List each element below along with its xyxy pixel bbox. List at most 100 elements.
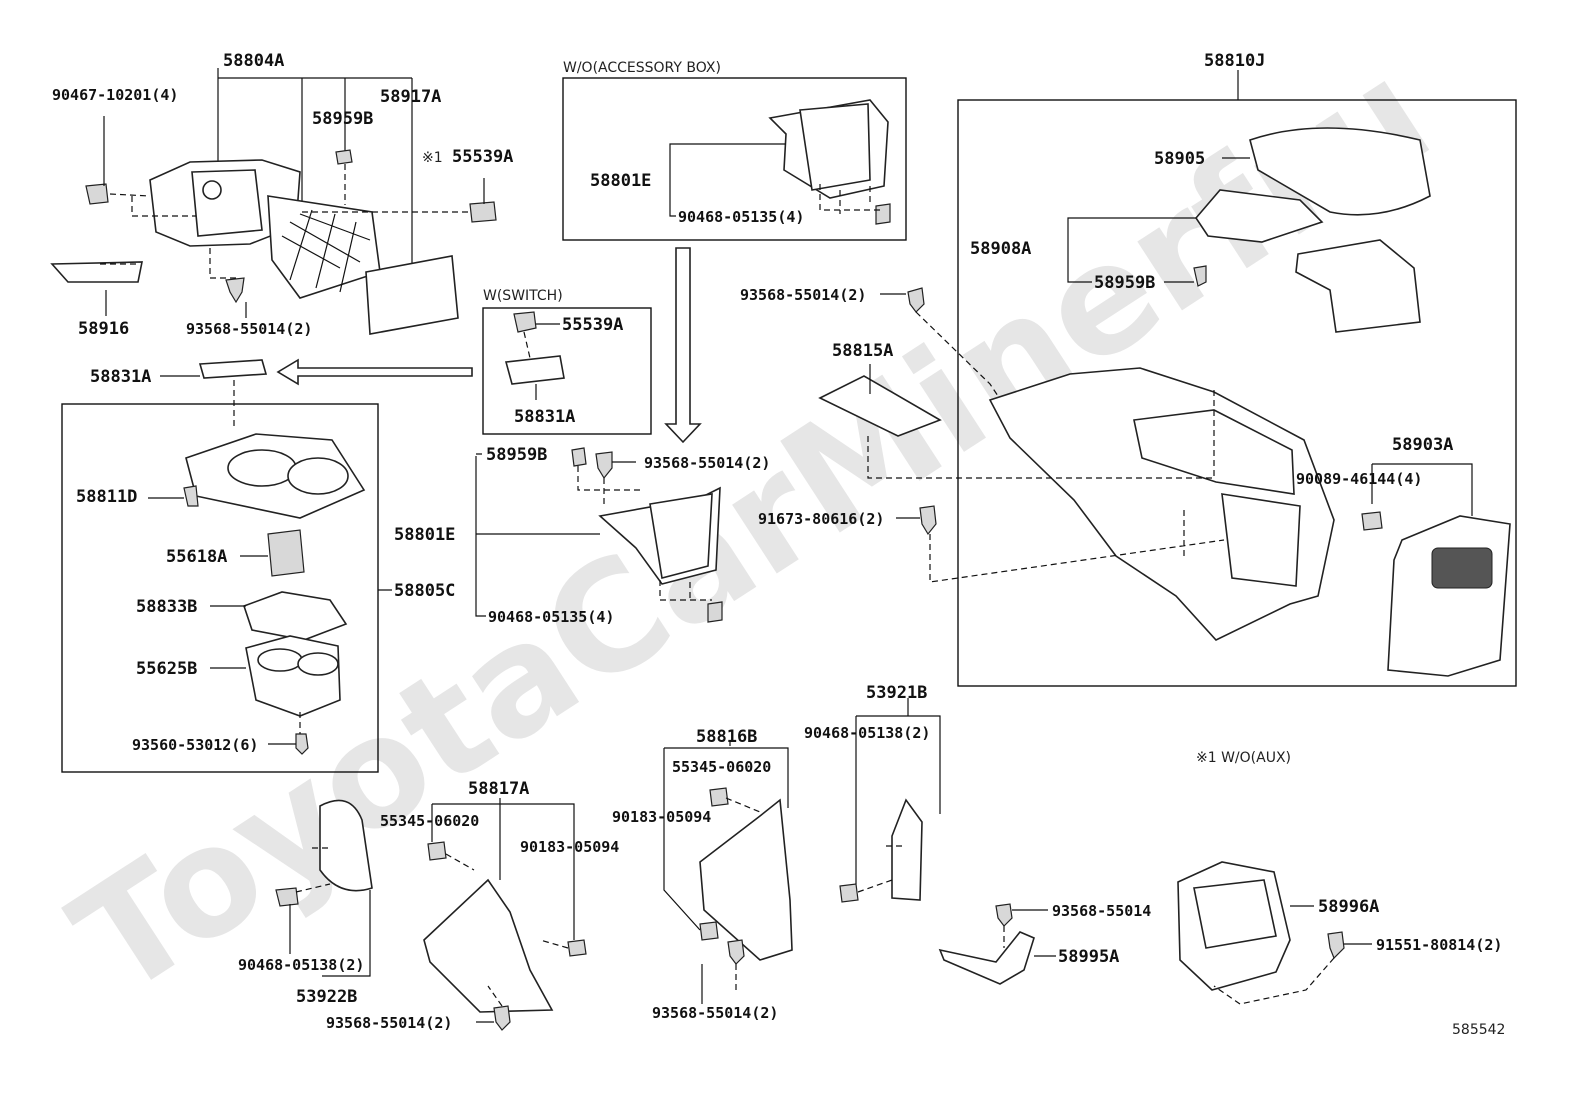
label-58805c: 58805C — [394, 581, 455, 601]
part-clip-90468-right — [839, 883, 859, 903]
part-53922b-trim — [319, 799, 373, 892]
label-93568-55014-d: 93568-55014(2) — [652, 1004, 778, 1022]
label-58816b: 58816B — [696, 727, 757, 747]
part-screw-93568-e — [493, 1005, 511, 1031]
label-90089-46144: 90089-46144(4) — [1296, 470, 1422, 488]
leader-58804a — [217, 68, 413, 280]
dashed-53922b — [295, 847, 331, 893]
group-53921b: 53921B 90468-05138(2) — [804, 683, 941, 903]
part-console-hole — [202, 180, 222, 200]
part-55539a-top — [469, 201, 497, 223]
part-58959b-right — [1193, 265, 1207, 287]
leaders-58817a — [431, 798, 575, 1023]
part-bezel-hole-left — [227, 449, 297, 487]
part-screw-93568-b — [595, 451, 613, 480]
part-holder-cup-left — [257, 648, 303, 672]
part-58811d — [183, 485, 199, 507]
label-58801e-top: 58801E — [590, 171, 651, 191]
dashed-58801e-mid — [577, 466, 712, 601]
part-console-box-inner — [191, 169, 263, 237]
frame-58810j — [957, 99, 1517, 687]
leaders-58810j-top — [1067, 157, 1250, 283]
leaders-switch — [535, 323, 560, 400]
label-58908a: 58908A — [970, 239, 1031, 259]
caption-wo-aux: ※1 W/O(AUX) — [1196, 750, 1291, 766]
label-58995a: 58995A — [1058, 947, 1119, 967]
label-58817a: 58817A — [468, 779, 529, 799]
diagram-number: 585542 — [1452, 1022, 1505, 1038]
leaders-58816b — [663, 740, 789, 1004]
group-58815a: 93568-55014(2) 58815A 91673-80616(2) — [740, 286, 1225, 583]
label-93568-55014-c: 93568-55014(2) — [740, 286, 866, 304]
label-93568-55014-b: 93568-55014(2) — [644, 454, 770, 472]
part-bezel-hole-right — [287, 457, 349, 495]
caption-w-switch: W(SWITCH) — [483, 288, 563, 304]
dashed-58816b — [725, 797, 761, 990]
part-58908a-bracket — [1295, 239, 1421, 333]
part-clip-55345-right — [709, 787, 729, 807]
label-58916: 58916 — [78, 319, 129, 339]
label-58905: 58905 — [1154, 149, 1205, 169]
leaders-58805c — [148, 497, 392, 745]
part-58959b-mid — [571, 447, 587, 467]
group-58817a: 58817A 55345-06020 90183-05094 93568-550… — [326, 779, 619, 1032]
label-55539a-switch: 55539A — [562, 315, 623, 335]
group-aux: ※1 W/O(AUX) 93568-55014 58995A 58996A 91… — [938, 750, 1502, 1005]
label-93568-55014-a: 93568-55014(2) — [186, 320, 312, 338]
part-screw-93560 — [295, 733, 309, 755]
group-58804a: 58804A 90467-10201(4) 58959B 58917A ※1 5… — [50, 51, 513, 339]
part-rear-vent — [1431, 547, 1493, 589]
part-58996a-face — [1193, 879, 1277, 949]
group-wo-accessory-box: W/O(ACCESSORY BOX) 58801E 90468-05135(4) — [562, 60, 907, 241]
part-55539a-switch — [513, 311, 537, 333]
label-90468-05138-right: 90468-05138(2) — [804, 724, 930, 742]
dashed-links-58804a — [100, 164, 470, 279]
group-58816b: 58816B 55345-06020 90183-05094 93568-550… — [612, 727, 793, 1022]
leaders-53921b — [855, 698, 941, 884]
dashed-58817a — [445, 853, 569, 1007]
label-58959b-right: 58959B — [1094, 273, 1155, 293]
part-53921b-trim — [891, 798, 923, 901]
leader-58903a — [1371, 463, 1473, 516]
label-91673-80616: 91673-80616(2) — [758, 510, 884, 528]
part-58908a-hinge — [1194, 189, 1324, 243]
part-58995a-bracket — [938, 931, 1035, 985]
frame-w-switch — [482, 307, 652, 435]
caption-wo-accessory-box: W/O(ACCESSORY BOX) — [563, 60, 721, 76]
part-clip-90468-mid — [707, 601, 723, 623]
label-aux-mark: ※1 — [422, 150, 443, 166]
part-clip-90183-left — [567, 939, 587, 957]
part-clip-90089 — [1361, 511, 1383, 531]
part-screw-93568-c — [907, 287, 925, 313]
part-clip-90183-right — [699, 921, 719, 941]
part-58903a-rear-panel — [1387, 515, 1511, 677]
label-90468-05135-mid: 90468-05135(4) — [488, 608, 614, 626]
part-58831a-switch — [504, 355, 565, 385]
label-55345-06020-left: 55345-06020 — [380, 812, 479, 830]
label-93568-55014-f: 93568-55014 — [1052, 902, 1151, 920]
frame-wo-accessory-box — [562, 77, 907, 241]
label-58996a: 58996A — [1318, 897, 1379, 917]
part-58816b-panel — [699, 798, 793, 961]
arrow-down — [664, 247, 702, 444]
label-55618a: 55618A — [166, 547, 227, 567]
part-clip-90468-top — [875, 203, 891, 225]
label-58831a-switch: 58831A — [514, 407, 575, 427]
leader-58801e-top — [669, 143, 786, 217]
label-93560-53012: 93560-53012(6) — [132, 736, 258, 754]
part-58801e-mid-inner — [649, 493, 713, 579]
part-58917a-mat — [267, 195, 381, 299]
part-console-rear — [1221, 493, 1301, 587]
dashed-53921b — [857, 845, 902, 893]
label-55539a-top: 55539A — [452, 147, 513, 167]
label-58833b: 58833B — [136, 597, 197, 617]
dashed-switch — [523, 331, 531, 359]
label-90183-05094-right: 90183-05094 — [612, 808, 711, 826]
group-58810j: 58810J 58905 58908A 58959B 58903A 90089-… — [957, 51, 1517, 687]
label-55625b: 55625B — [136, 659, 197, 679]
label-90183-05094-left: 90183-05094 — [520, 838, 619, 856]
arrow-left — [276, 358, 473, 386]
group-w-switch: W(SWITCH) 55539A 58831A — [482, 288, 652, 435]
part-58815a-tray — [818, 375, 942, 437]
